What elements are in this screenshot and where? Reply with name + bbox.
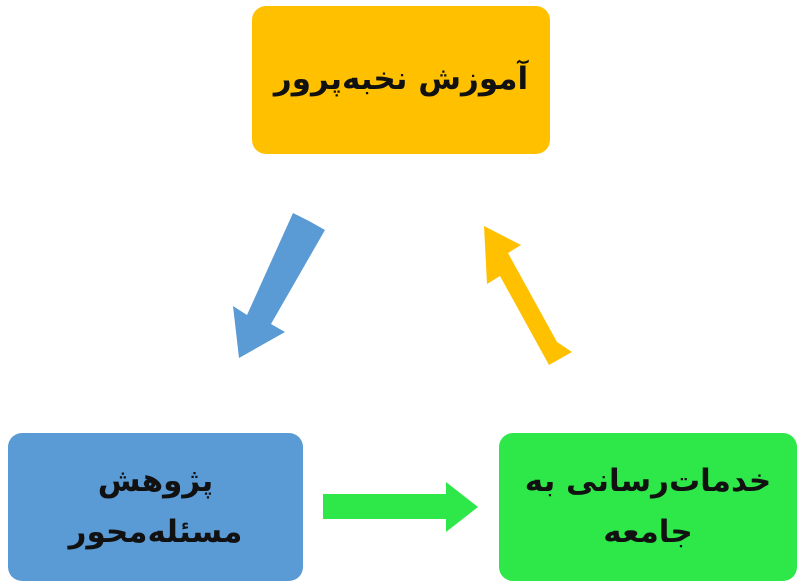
node-elite-education: آموزش نخبه‌پرور (252, 6, 550, 154)
node-label-line: خدمات‌رسانی به (524, 462, 772, 499)
node-problem-oriented-research-label: پژوهش مسئله‌محور (69, 456, 243, 558)
node-label-line: مسئله‌محور (68, 514, 243, 550)
node-problem-oriented-research: پژوهش مسئله‌محور (8, 433, 303, 581)
node-label-line: آموزش نخبه‌پرور (273, 61, 529, 98)
node-community-service: خدمات‌رسانی به جامعه (499, 433, 797, 581)
node-label-line: جامعه (603, 514, 693, 550)
node-label-line: پژوهش (97, 462, 214, 499)
arrow-top-to-left (233, 213, 325, 358)
arrow-right-to-top (484, 226, 572, 365)
node-community-service-label: خدمات‌رسانی به جامعه (525, 456, 771, 558)
node-elite-education-label: آموزش نخبه‌پرور (274, 54, 528, 105)
arrow-left-to-right (323, 482, 478, 532)
